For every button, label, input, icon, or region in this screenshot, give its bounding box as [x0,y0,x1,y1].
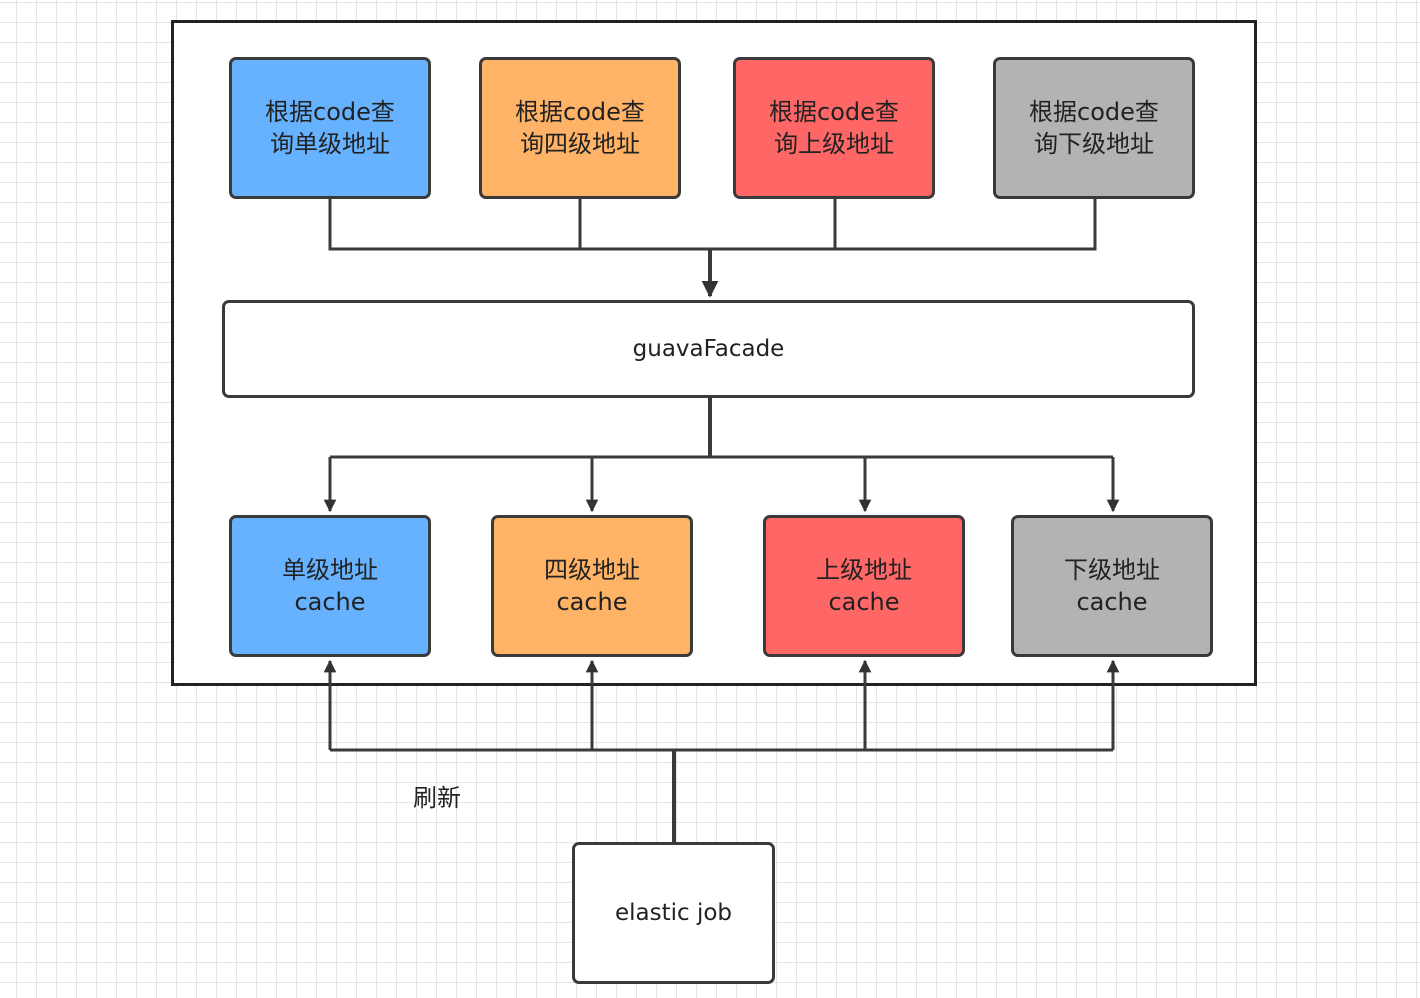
node-label-line: cache [294,588,366,616]
refresh-label: 刷新 [413,784,461,812]
elastic-job-node: elastic job [572,842,775,984]
query-single-address-node: 根据code查询单级地址 [229,57,431,199]
node-label-line: cache [828,588,900,616]
node-label-line: cache [556,588,628,616]
node-label-line: 根据code查 [1029,98,1159,126]
node-label-line: 根据code查 [769,98,899,126]
node-label-line: cache [1076,588,1148,616]
facade-label: guavaFacade [632,336,785,362]
single-address-cache-node: 单级地址 cache [229,515,431,657]
query-connector [328,199,1097,251]
query-child-address-node: 根据code查询下级地址 [993,57,1195,199]
node-label-line: 根据code查 [265,98,395,126]
fourth-level-address-cache-node: 四级地址 cache [491,515,693,657]
node-label-line: 单级地址 [282,556,378,584]
node-label-line: 根据code查 [515,98,645,126]
node-label-line: 上级地址 [816,556,912,584]
child-address-cache-node: 下级地址 cache [1011,515,1213,657]
node-label-line: 询单级地址 [269,130,390,158]
query-parent-address-node: 根据code查询上级地址 [733,57,935,199]
node-label-line: 询下级地址 [1033,130,1154,158]
parent-address-cache-node: 上级地址 cache [763,515,965,657]
guava-facade-node: guavaFacade [222,300,1195,398]
node-label-line: 下级地址 [1064,556,1160,584]
query-fourth-level-address-node: 根据code查询四级地址 [479,57,681,199]
node-label-line: 四级地址 [544,556,640,584]
job-label: elastic job [614,900,733,926]
node-label-line: 询上级地址 [773,130,894,158]
node-label-line: 询四级地址 [519,130,640,158]
